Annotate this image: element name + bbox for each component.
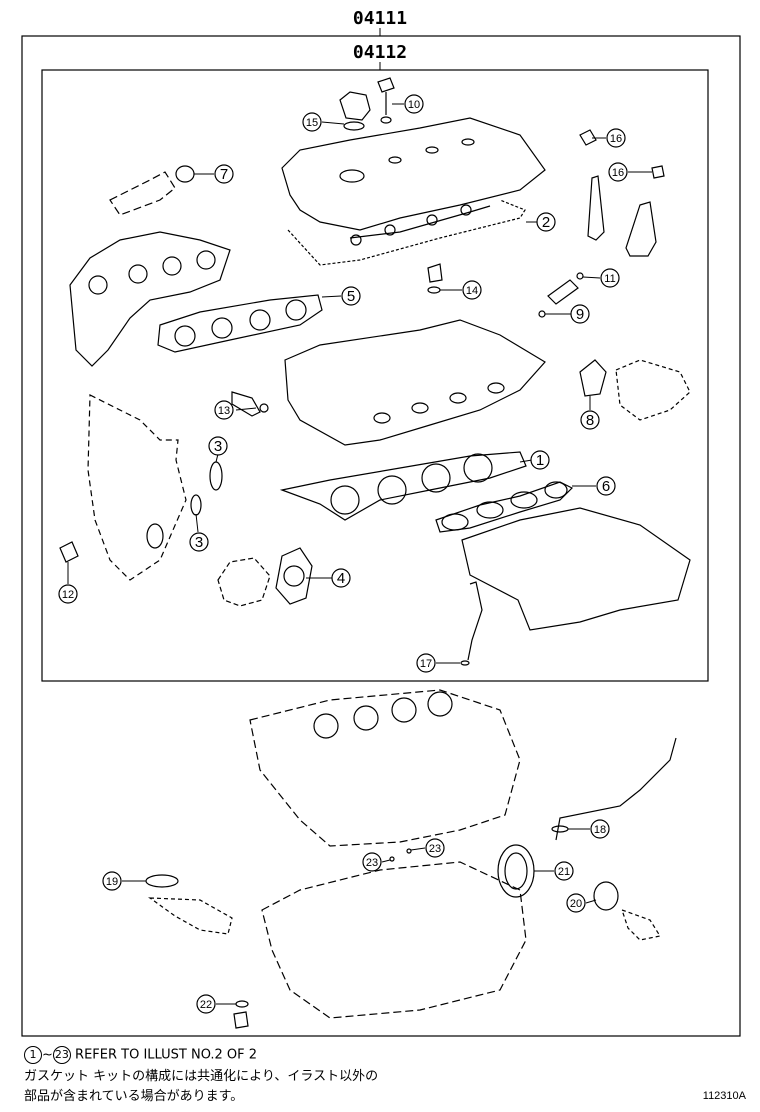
- refer-text: REFER TO ILLUST NO.2 OF 2: [75, 1047, 258, 1063]
- o-ring-3a: [209, 461, 223, 491]
- injector-seal-11: [576, 272, 584, 280]
- fuel-injector: [547, 279, 579, 305]
- callout-2: 2: [542, 214, 550, 231]
- oil-seal-12: [59, 541, 79, 563]
- throttle-body-illustration: [615, 359, 691, 421]
- callout-13: 13: [218, 405, 230, 417]
- callout-4: 4: [337, 570, 345, 587]
- dipstick-o-ring-17: [460, 660, 470, 666]
- callout-circles: [58, 94, 628, 1014]
- inner-kit-frame: [41, 69, 709, 682]
- water-pump-illustration: [217, 557, 271, 607]
- callout-8: 8: [586, 412, 594, 429]
- range-end-callout: 23: [52, 1046, 71, 1064]
- callout-21: 21: [558, 866, 570, 878]
- callout-23a: 23: [366, 857, 378, 869]
- part-illustrations: [59, 77, 691, 1029]
- callout-1: 1: [536, 452, 544, 469]
- callout-20: 20: [570, 898, 582, 910]
- callout-23b: 23: [429, 843, 441, 855]
- oil-filler-gasket-15: [343, 121, 365, 131]
- valve-stem-seal-16a: [579, 129, 597, 146]
- spark-plug-seals: [349, 205, 491, 239]
- plug-illustration: [427, 263, 443, 283]
- exhaust-manifold-gasket-5: [157, 294, 323, 353]
- sensor-gasket-13: [259, 403, 269, 413]
- callout-10: 10: [408, 99, 420, 111]
- gasket-23a: [389, 856, 395, 862]
- valve-cover-illustration: [281, 117, 546, 231]
- refer-note: 1~23 REFER TO ILLUST NO.2 OF 2: [24, 1046, 257, 1064]
- callout-15: 15: [306, 117, 318, 129]
- callout-16a: 16: [610, 133, 622, 145]
- water-pipe-gasket-18: [551, 825, 569, 833]
- japanese-note-line1: ガスケット キットの構成には共通化により、イラスト以外の: [24, 1069, 379, 1084]
- oil-pan-illustration: [261, 861, 527, 1019]
- oil-strainer-illustration: [148, 897, 233, 935]
- drain-plug-gasket-22: [235, 1000, 249, 1008]
- oil-seal-20: [593, 881, 619, 911]
- intake-manifold-illustration: [461, 507, 691, 631]
- plug-gasket-14: [427, 286, 441, 294]
- sensor-illustration: [231, 391, 261, 417]
- valve-cover-gasket-2: [287, 199, 526, 266]
- oil-strainer-gasket-19: [145, 874, 179, 888]
- illustration-code: 112310A: [702, 1090, 746, 1102]
- callout-14: 14: [466, 285, 478, 297]
- oil-filler-cap: [339, 91, 371, 121]
- gasket-23b: [406, 848, 412, 854]
- japanese-note-line2: 部品が含まれている場合があります。: [24, 1089, 244, 1104]
- timing-cover-illustration: [87, 394, 187, 581]
- callout-22: 22: [200, 999, 212, 1011]
- exhaust-pipe-gasket-7: [175, 165, 195, 183]
- cylinder-head-gasket-1: [279, 451, 527, 521]
- outer-part-number: 04111: [353, 8, 407, 29]
- callout-19: 19: [106, 876, 118, 888]
- callout-17: 17: [420, 658, 432, 670]
- range-start-callout: 1: [24, 1046, 42, 1064]
- callout-3b: 3: [195, 534, 203, 551]
- throttle-body-gasket-8: [579, 359, 607, 397]
- callout-leader-lines: [67, 103, 652, 1005]
- outer-kit-frame: [21, 35, 741, 1037]
- callout-5: 5: [347, 288, 355, 305]
- callout-12: 12: [62, 589, 74, 601]
- water-pipe-illustration: [555, 737, 677, 841]
- valve-stem-seal-16b: [651, 165, 665, 179]
- callout-9: 9: [576, 306, 584, 323]
- callout-3a: 3: [214, 438, 222, 455]
- callout-6: 6: [602, 478, 610, 495]
- dipstick-guide: [467, 581, 483, 661]
- callout-11: 11: [604, 273, 615, 285]
- callout-16b: 16: [612, 167, 624, 179]
- intake-manifold-gasket-6: [435, 481, 574, 533]
- exhaust-manifold-illustration: [69, 231, 231, 367]
- exhaust-valve: [587, 175, 605, 241]
- callout-18: 18: [594, 824, 606, 836]
- inner-part-number: 04112: [353, 42, 407, 63]
- o-ring-3b: [190, 494, 202, 516]
- intake-valve: [625, 201, 657, 257]
- range-separator: ~: [42, 1047, 53, 1063]
- cylinder-head-illustration: [284, 319, 546, 446]
- injector-seal-9: [538, 310, 546, 318]
- cylinder-block-illustration: [249, 689, 521, 847]
- washer-10: [380, 116, 392, 124]
- callout-7: 7: [220, 166, 228, 183]
- water-pump-gasket-4: [275, 547, 313, 605]
